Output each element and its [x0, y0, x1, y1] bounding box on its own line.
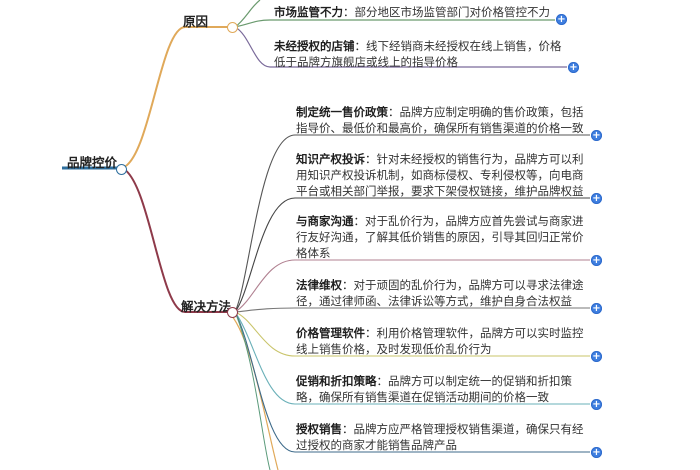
- solution-node-legal-action[interactable]: 法律维权：对于顽固的乱价行为，品牌方可以寻求法律途 径，通过律师函、法律诉讼等方…: [296, 277, 584, 309]
- expand-icon[interactable]: +: [591, 447, 602, 458]
- node-text: 品牌方应严格管理授权销售渠道，确保只有经: [353, 422, 584, 436]
- root-collapse-toggle[interactable]: [116, 164, 127, 175]
- node-title: 制定统一售价政策: [296, 105, 388, 119]
- node-separator: ：: [365, 152, 377, 166]
- node-separator: ：: [343, 5, 355, 19]
- node-text: 对于顽固的乱价行为，品牌方可以寻求法律途: [353, 278, 584, 292]
- node-text: 线上销售价格，及时发现低价乱价行为: [296, 342, 492, 356]
- node-title: 市场监管不力: [274, 5, 343, 19]
- reason-node-unauthorized-stores[interactable]: 未经授权的店铺：线下经销商未经授权在线上销售，价格 低于品牌方旗舰店或线上的指导…: [274, 38, 562, 70]
- node-title: 促销和折扣策略: [296, 374, 377, 388]
- expand-icon[interactable]: +: [591, 303, 602, 314]
- expand-icon[interactable]: +: [591, 351, 602, 362]
- node-text: 平台或相关部门举报，要求下架侵权链接，维护品牌权益: [296, 184, 584, 198]
- node-text: 低于品牌方旗舰店或线上的指导价格: [274, 55, 458, 69]
- node-text: 对于乱价行为，品牌方应首先尝试与商家进: [365, 214, 584, 228]
- node-text: 过授权的商家才能销售品牌产品: [296, 438, 457, 452]
- branch-solutions-collapse-toggle[interactable]: [227, 307, 238, 318]
- reason-node-regulation[interactable]: 市场监管不力：部分地区市场监管部门对价格管控不力: [274, 4, 550, 20]
- node-text: 品牌方可以制定统一的促销和折扣策: [388, 374, 572, 388]
- node-text: 品牌方应制定明确的售价政策，包括: [399, 105, 584, 119]
- node-separator: ：: [388, 105, 400, 119]
- node-separator: ：: [354, 39, 367, 53]
- expand-icon[interactable]: +: [591, 399, 602, 410]
- node-separator: ：: [365, 326, 377, 340]
- root-topic[interactable]: 品牌控价: [67, 155, 118, 170]
- expand-icon[interactable]: +: [568, 62, 579, 73]
- node-separator: ：: [376, 374, 389, 388]
- branch-topic-solutions[interactable]: 解决方法: [181, 299, 232, 314]
- node-title: 知识产权投诉: [296, 152, 365, 166]
- node-text: 利用价格管理软件，品牌方可以实时监控: [376, 326, 584, 340]
- node-text: 略，确保所有销售渠道在促销活动期间的价格一致: [296, 390, 549, 404]
- node-separator: ：: [342, 278, 354, 292]
- node-text: 指导价、最低价和最高价，确保所有销售渠道的价格一致: [296, 121, 584, 135]
- solution-node-merchant-communication[interactable]: 与商家沟通：对于乱价行为，品牌方应首先尝试与商家进 行友好沟通，了解其低价销售的…: [296, 213, 584, 261]
- solution-node-authorized-sales[interactable]: 授权销售：品牌方应严格管理授权销售渠道，确保只有经 过授权的商家才能销售品牌产品: [296, 421, 584, 453]
- branch-reasons-collapse-toggle[interactable]: [227, 22, 238, 33]
- node-text: 线下经销商未经授权在线上销售，价格: [366, 39, 562, 53]
- solution-node-price-software[interactable]: 价格管理软件：利用价格管理软件，品牌方可以实时监控 线上销售价格，及时发现低价乱…: [296, 325, 584, 357]
- node-title: 价格管理软件: [296, 326, 365, 340]
- node-text: 行友好沟通，了解其低价销售的原因，引导其回归正常价: [296, 230, 584, 244]
- node-text: 部分地区市场监管部门对价格管控不力: [354, 5, 551, 19]
- node-separator: ：: [342, 422, 354, 436]
- node-title: 法律维权: [296, 278, 342, 292]
- node-title: 未经授权的店铺: [274, 39, 355, 53]
- node-title: 与商家沟通: [296, 214, 354, 228]
- expand-icon[interactable]: +: [556, 14, 567, 25]
- expand-icon[interactable]: +: [591, 193, 602, 204]
- branch-topic-reasons[interactable]: 原因: [183, 14, 209, 29]
- solution-node-promotion-strategy[interactable]: 促销和折扣策略：品牌方可以制定统一的促销和折扣策 略，确保所有销售渠道在促销活动…: [296, 373, 572, 405]
- solution-node-ip-complaint[interactable]: 知识产权投诉：针对未经授权的销售行为，品牌方可以利 用知识产权投诉机制，如商标侵…: [296, 151, 584, 199]
- node-separator: ：: [353, 214, 366, 228]
- node-text: 格体系: [296, 246, 331, 260]
- node-text: 针对未经授权的销售行为，品牌方可以利: [376, 152, 584, 166]
- solution-node-unified-pricing[interactable]: 制定统一售价政策：品牌方应制定明确的售价政策，包括 指导价、最低价和最高价，确保…: [296, 104, 584, 136]
- expand-icon[interactable]: +: [591, 255, 602, 266]
- node-text: 用知识产权投诉机制，如商标侵权、专利侵权等，向电商: [296, 168, 584, 182]
- expand-icon[interactable]: +: [591, 130, 602, 141]
- node-title: 授权销售: [296, 422, 342, 436]
- node-text: 径，通过律师函、法律诉讼等方式，维护自身合法权益: [296, 294, 572, 308]
